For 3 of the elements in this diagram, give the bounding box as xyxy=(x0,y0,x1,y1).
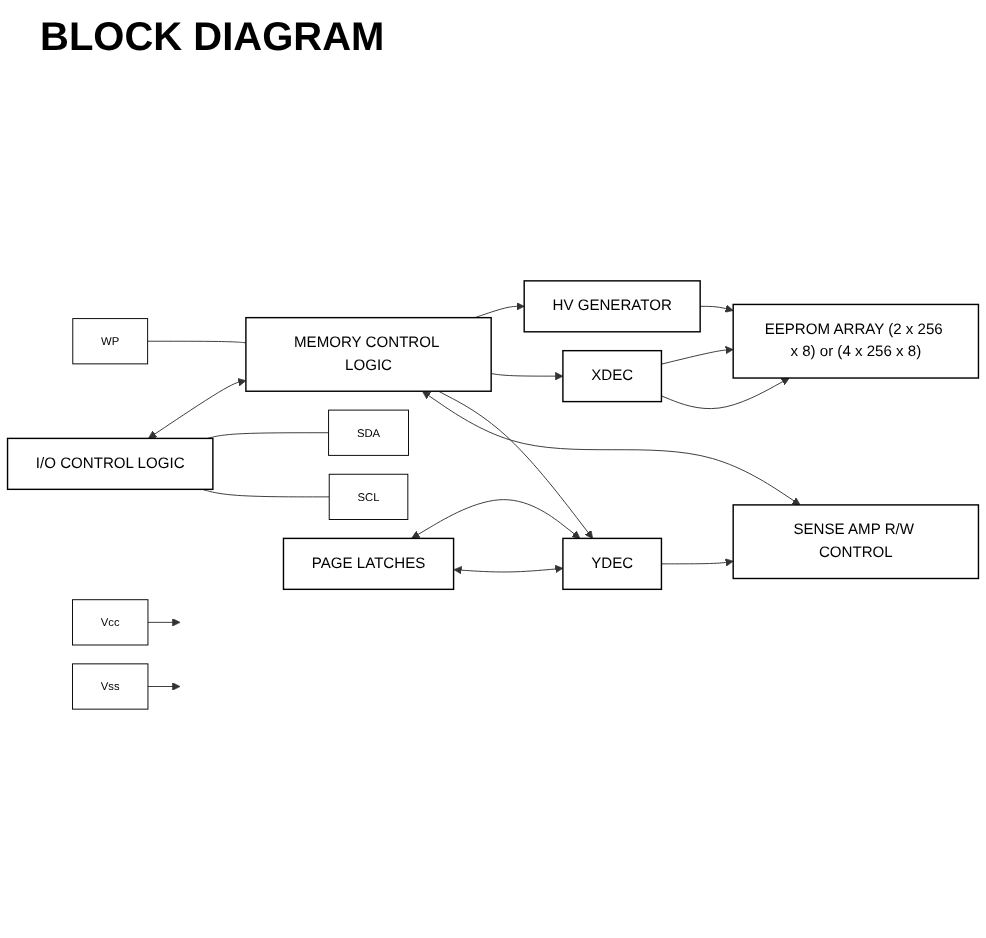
arrow xyxy=(148,378,247,439)
arrow xyxy=(453,564,564,575)
diagram-title: BLOCK DIAGRAM xyxy=(40,16,387,62)
